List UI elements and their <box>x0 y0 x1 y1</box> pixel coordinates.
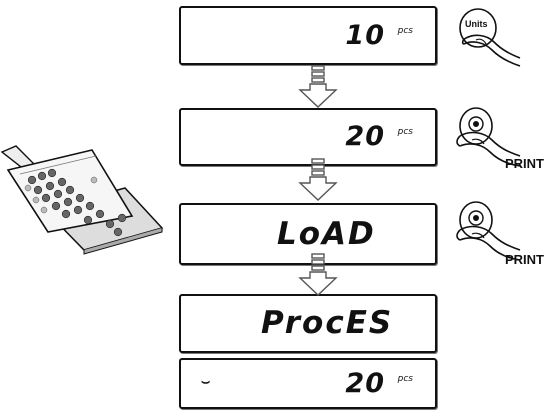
display-unit: pcs <box>397 26 413 36</box>
display-step-3: LoAD <box>179 203 437 265</box>
display-step-5: ⌣ 20 pcs <box>179 358 437 409</box>
display-step-2: 20 pcs <box>179 108 437 166</box>
display-unit: pcs <box>397 374 413 384</box>
scoop-pouring-parts-illustration <box>0 145 164 255</box>
flow-arrow-2 <box>298 158 338 201</box>
display-step-4: ProcES <box>179 294 437 353</box>
display-value: 20 <box>345 368 385 399</box>
print-key-label: PRINT <box>505 156 544 171</box>
print-key-press-icon <box>456 201 521 261</box>
print-key-press-icon <box>456 107 521 167</box>
display-text: ProcES <box>261 305 394 341</box>
display-step-1: 10 pcs <box>179 6 437 65</box>
display-text: LoAD <box>277 216 376 252</box>
display-unit: pcs <box>397 127 413 137</box>
display-value: 20 <box>345 121 385 152</box>
stability-indicator: ⌣ <box>201 374 211 390</box>
flow-arrow-3 <box>298 253 338 296</box>
units-key-press-icon <box>459 8 521 67</box>
print-key-label: PRINT <box>505 252 544 267</box>
flow-arrow-1 <box>298 65 338 108</box>
display-value: 10 <box>345 20 385 51</box>
units-key-label: Units <box>465 19 488 29</box>
